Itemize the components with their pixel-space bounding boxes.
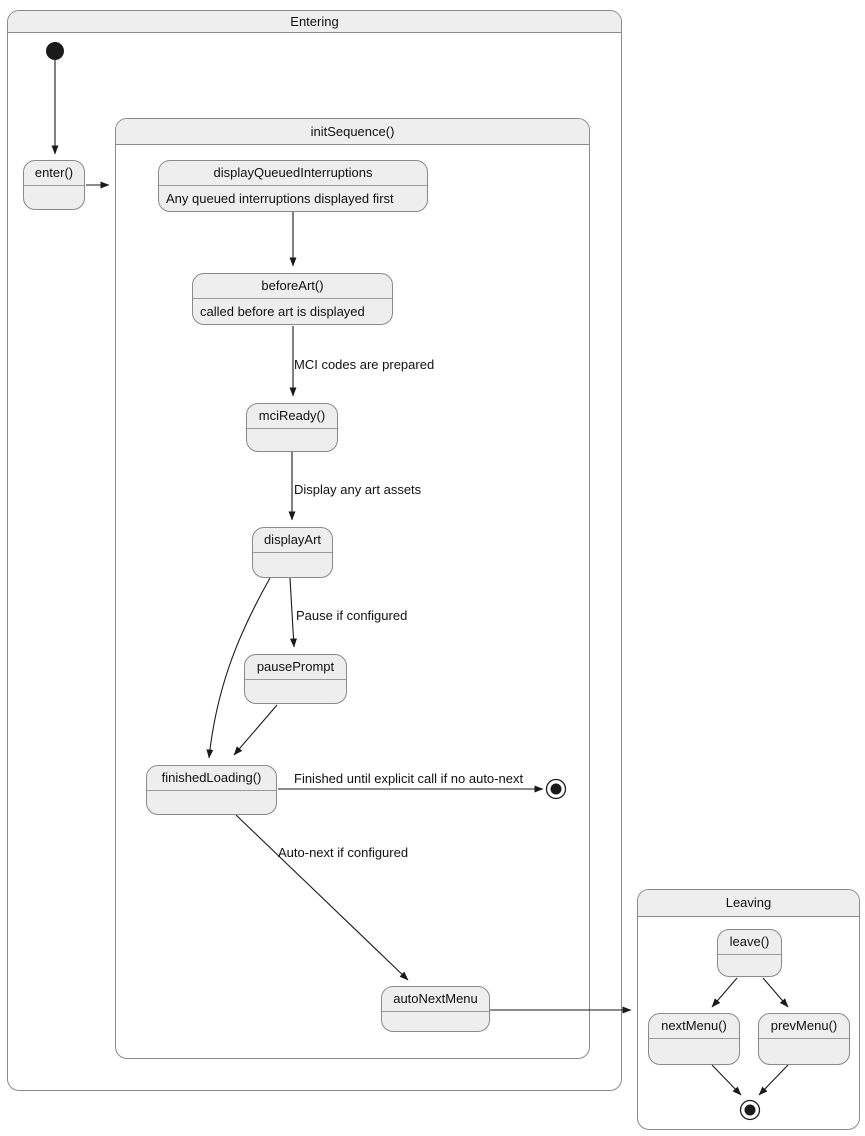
- container-entering-title: Entering: [8, 11, 621, 33]
- state-mci-ready-title: mciReady(): [247, 404, 337, 429]
- state-enter-body: [24, 186, 84, 209]
- state-next-menu: nextMenu(): [648, 1013, 740, 1065]
- container-entering: Entering: [7, 10, 622, 1091]
- state-pause-prompt: pausePrompt: [244, 654, 347, 704]
- edge-label-finished-until-explicit: Finished until explicit call if no auto-…: [294, 771, 524, 786]
- state-leave-body: [718, 955, 781, 976]
- state-mci-ready: mciReady(): [246, 403, 338, 452]
- state-auto-next-menu-title: autoNextMenu: [382, 987, 489, 1012]
- state-enter-title: enter(): [24, 161, 84, 186]
- container-leaving: Leaving: [637, 889, 860, 1130]
- edge-label-mci-codes: MCI codes are prepared: [294, 357, 435, 372]
- state-leave-title: leave(): [718, 930, 781, 955]
- state-finished-loading: finishedLoading(): [146, 765, 277, 815]
- state-finished-loading-title: finishedLoading(): [147, 766, 276, 791]
- edge-label-pause-if-configured: Pause if configured: [296, 608, 408, 623]
- state-prev-menu: prevMenu(): [758, 1013, 850, 1065]
- state-before-art: beforeArt() called before art is display…: [192, 273, 393, 325]
- state-display-queued-interruptions-title: displayQueuedInterruptions: [159, 161, 427, 186]
- container-init-sequence-title: initSequence(): [116, 119, 589, 145]
- state-finished-loading-body: [147, 791, 276, 814]
- state-display-queued-interruptions-body: Any queued interruptions displayed first: [166, 191, 394, 206]
- container-init-sequence: initSequence(): [115, 118, 590, 1059]
- state-before-art-body: called before art is displayed: [200, 304, 365, 319]
- container-leaving-title: Leaving: [638, 890, 859, 917]
- state-next-menu-body: [649, 1039, 739, 1064]
- state-leave: leave(): [717, 929, 782, 977]
- state-display-art: displayArt: [252, 527, 333, 578]
- state-auto-next-menu: autoNextMenu: [381, 986, 490, 1032]
- state-next-menu-title: nextMenu(): [649, 1014, 739, 1039]
- edge-label-display-art-assets: Display any art assets: [294, 482, 422, 497]
- state-display-queued-interruptions: displayQueuedInterruptions Any queued in…: [158, 160, 428, 212]
- state-display-art-body: [253, 553, 332, 577]
- state-prev-menu-body: [759, 1039, 849, 1064]
- state-auto-next-menu-body: [382, 1012, 489, 1031]
- state-enter: enter(): [23, 160, 85, 210]
- edge-label-auto-next-if-configured: Auto-next if configured: [278, 845, 409, 860]
- state-pause-prompt-body: [245, 680, 346, 703]
- state-display-art-title: displayArt: [253, 528, 332, 553]
- state-mci-ready-body: [247, 429, 337, 451]
- state-pause-prompt-title: pausePrompt: [245, 655, 346, 680]
- state-prev-menu-title: prevMenu(): [759, 1014, 849, 1039]
- state-before-art-title: beforeArt(): [193, 274, 392, 299]
